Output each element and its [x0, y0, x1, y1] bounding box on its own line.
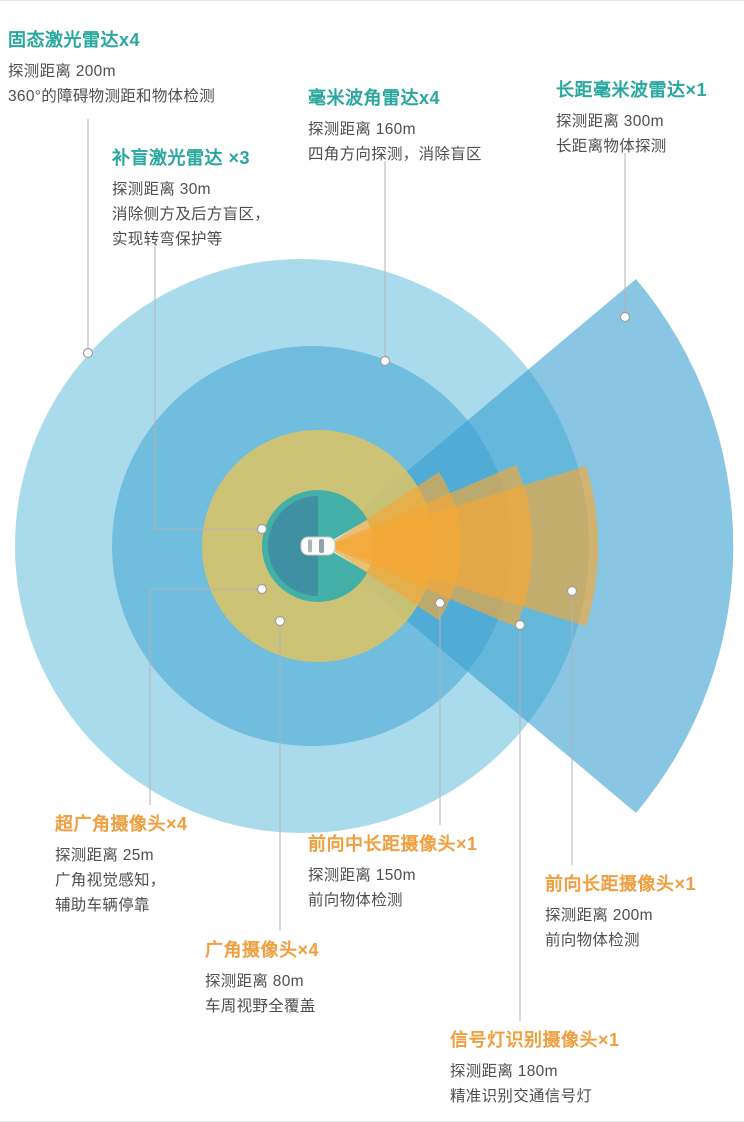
sensor-title: 前向中长距摄像头×1 — [308, 834, 478, 854]
sensor-detail: 前向物体检测 — [308, 891, 403, 909]
sensor-detail: 消除侧方及后方盲区， — [112, 205, 271, 223]
anchor-dot-corner-radar — [379, 355, 391, 367]
label-wide-camera: 广角摄像头×4 探测距离 80m 车周视野全覆盖 — [205, 939, 319, 1019]
sensor-detail: 探测距离 200m — [545, 906, 653, 924]
sensor-detail: 探测距离 160m — [308, 120, 416, 138]
sensor-detail: 探测距离 180m — [450, 1062, 558, 1080]
label-ultrawide-camera: 超广角摄像头×4 探测距离 25m 广角视觉感知， 辅助车辆停靠 — [55, 813, 188, 918]
label-blindspot-lidar: 补盲激光雷达 ×3 探测距离 30m 消除侧方及后方盲区， 实现转弯保护等 — [112, 147, 270, 252]
anchor-dot-long-range-radar — [619, 311, 631, 323]
sensor-detail: 四角方向探测，消除盲区 — [308, 145, 482, 163]
sensor-title: 毫米波角雷达x4 — [308, 88, 441, 108]
label-signal-light-camera: 信号灯识别摄像头×1 探测距离 180m 精准识别交通信号灯 — [450, 1029, 620, 1109]
anchor-dot-wide-camera — [274, 615, 286, 627]
sensor-title: 固态激光雷达x4 — [8, 30, 141, 50]
sensor-detail: 广角视觉感知， — [55, 871, 166, 889]
sensor-detail: 探测距离 80m — [205, 972, 304, 990]
sensor-detail: 探测距离 150m — [308, 866, 416, 884]
sensor-detail: 前向物体检测 — [545, 931, 640, 949]
anchor-dot-front-long-camera — [566, 585, 578, 597]
sensor-title: 补盲激光雷达 ×3 — [112, 148, 251, 168]
coverage-fan-front-midlong-camera — [326, 472, 462, 620]
anchor-dot-signal-light-camera — [514, 619, 526, 631]
anchor-dot-front-midlong-camera — [434, 597, 446, 609]
sensor-detail: 探测距离 25m — [55, 846, 154, 864]
sensor-title: 长距毫米波雷达×1 — [556, 80, 708, 100]
label-front-long-camera: 前向长距摄像头×1 探测距离 200m 前向物体检测 — [545, 873, 696, 953]
sensor-title: 广角摄像头×4 — [205, 940, 320, 960]
label-long-range-radar: 长距毫米波雷达×1 探测距离 300m 长距离物体探测 — [556, 79, 707, 159]
leader-line-ultrawide-camera — [149, 588, 262, 805]
label-solid-lidar: 固态激光雷达x4 探测距离 200m 360°的障碍物测距和物体检测 — [8, 29, 215, 109]
label-front-midlong-camera: 前向中长距摄像头×1 探测距离 150m 前向物体检测 — [308, 833, 478, 913]
sensor-detail: 360°的障碍物测距和物体检测 — [8, 87, 216, 105]
anchor-dot-blindspot-lidar — [256, 523, 268, 535]
sensor-detail: 精准识别交通信号灯 — [450, 1087, 593, 1105]
sensor-detail: 车周视野全覆盖 — [205, 997, 316, 1015]
sensor-title: 超广角摄像头×4 — [55, 814, 188, 834]
sensor-title: 前向长距摄像头×1 — [545, 874, 697, 894]
anchor-dot-solid-lidar — [82, 347, 94, 359]
car-icon — [300, 536, 336, 556]
leader-line-blindspot-lidar — [154, 245, 262, 530]
sensor-detail: 长距离物体探测 — [556, 137, 667, 155]
label-corner-radar: 毫米波角雷达x4 探测距离 160m 四角方向探测，消除盲区 — [308, 87, 482, 167]
sensor-detail: 探测距离 200m — [8, 62, 116, 80]
anchor-dot-ultrawide-camera — [256, 583, 268, 595]
sensor-detail: 辅助车辆停靠 — [55, 896, 150, 914]
sensor-detail: 实现转弯保护等 — [112, 230, 223, 248]
sensor-detail: 探测距离 300m — [556, 112, 664, 130]
coverage-rear-blindspot-lidar — [268, 496, 318, 596]
sensor-detail: 探测距离 30m — [112, 180, 211, 198]
sensor-title: 信号灯识别摄像头×1 — [450, 1030, 620, 1050]
